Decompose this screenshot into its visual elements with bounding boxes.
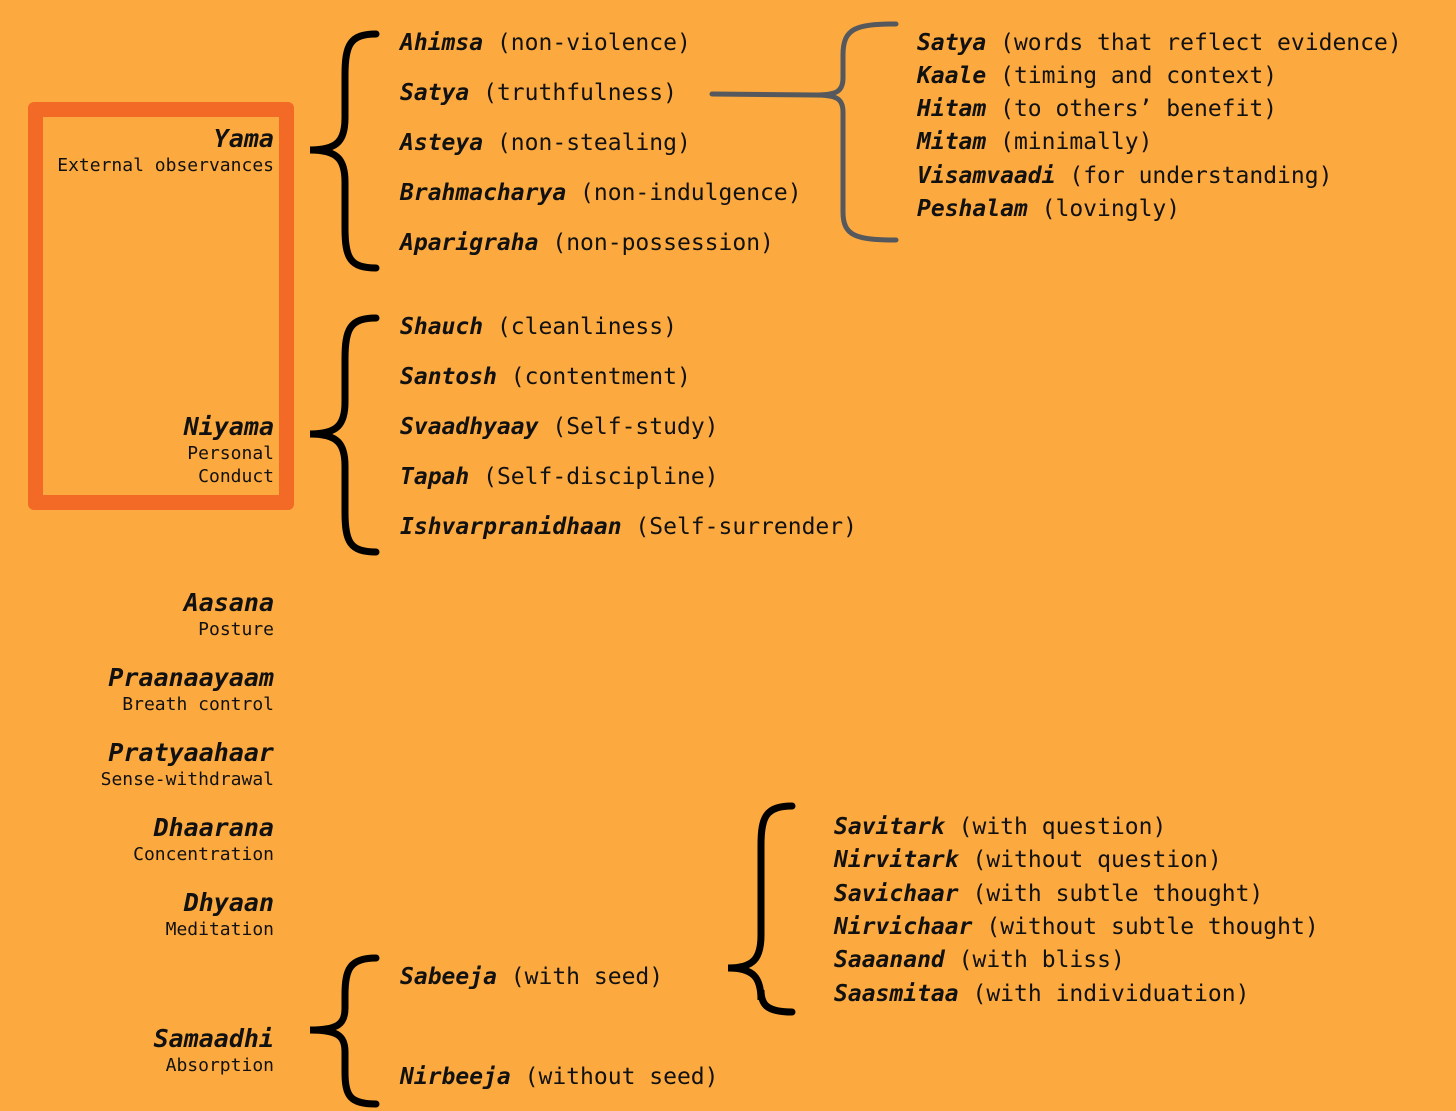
limb-pratyaahaar: Pratyaahaar Sense-withdrawal <box>101 738 274 791</box>
limb-desc: Concentration <box>133 844 274 865</box>
limb-name: Samaadhi <box>153 1024 274 1053</box>
niyama-item-tapah: Tapah (Self-discipline) <box>400 464 719 490</box>
yama-item-aparigraha: Aparigraha (non-possession) <box>400 230 774 256</box>
samaadhi-item-sabeeja: Sabeeja (with seed) <box>400 964 664 990</box>
sabeeja-item: Savitark (with question) <box>834 814 1167 840</box>
sabeeja-item: Saaanand (with bliss) <box>834 947 1125 973</box>
satya-item: Mitam (minimally) <box>917 129 1153 155</box>
yama-item-asteya: Asteya (non-stealing) <box>400 130 691 156</box>
limb-desc: Personal Conduct <box>187 443 274 487</box>
limb-name: Aasana <box>183 588 274 617</box>
niyama-item-shauch: Shauch (cleanliness) <box>400 314 677 340</box>
limb-desc: Sense-withdrawal <box>100 769 274 790</box>
limb-name: Yama <box>213 124 274 153</box>
limb-aasana: Aasana Posture <box>184 588 274 641</box>
satya-item: Visamvaadi (for understanding) <box>917 163 1333 189</box>
limb-niyama: Niyama Personal Conduct <box>184 412 274 488</box>
limb-desc: Breath control <box>122 694 274 715</box>
satya-connector-line <box>709 91 819 98</box>
limb-desc: Meditation <box>165 919 274 940</box>
yama-item-brahmacharya: Brahmacharya (non-indulgence) <box>400 180 802 206</box>
limb-praanaayaam: Praanaayaam Breath control <box>108 663 274 716</box>
limb-dhyaan: Dhyaan Meditation <box>166 888 274 941</box>
satya-item: Kaale (timing and context) <box>917 63 1278 89</box>
limb-name: Dhyaan <box>183 888 274 917</box>
yama-niyama-highlight-box <box>28 102 294 510</box>
limb-yama: Yama External observances <box>57 124 274 177</box>
satya-item: Satya (words that reflect evidence) <box>917 30 1402 56</box>
limb-name: Niyama <box>183 412 274 441</box>
yama-item-ahimsa: Ahimsa (non-violence) <box>400 30 691 56</box>
sabeeja-brace <box>727 802 796 1016</box>
limb-desc: External observances <box>57 155 274 176</box>
niyama-item-ishvarpranidhaan: Ishvarpranidhaan (Self-surrender) <box>400 514 857 540</box>
sabeeja-item: Saasmitaa (with individuation) <box>834 981 1250 1007</box>
niyama-item-svaadhyaay: Svaadhyaay (Self-study) <box>400 414 719 440</box>
limb-name: Praanaayaam <box>108 663 274 692</box>
niyama-item-santosh: Santosh (contentment) <box>400 364 691 390</box>
limb-desc: Absorption <box>165 1055 274 1076</box>
niyama-brace <box>309 314 380 556</box>
limb-name: Dhaarana <box>153 813 274 842</box>
yama-brace <box>309 30 380 272</box>
limb-desc: Posture <box>198 619 274 640</box>
limb-samaadhi: Samaadhi Absorption <box>154 1024 274 1077</box>
limb-name: Pratyaahaar <box>108 738 274 767</box>
yama-item-satya: Satya (truthfulness) <box>400 80 677 106</box>
sabeeja-item: Nirvichaar (without subtle thought) <box>834 914 1319 940</box>
satya-item: Peshalam (lovingly) <box>917 196 1181 222</box>
satya-brace <box>813 21 899 243</box>
samaadhi-item-nirbeeja: Nirbeeja (without seed) <box>400 1064 719 1090</box>
sabeeja-item: Nirvitark (without question) <box>834 847 1222 873</box>
samaadhi-brace <box>309 954 380 1108</box>
satya-item: Hitam (to others’ benefit) <box>917 96 1278 122</box>
sabeeja-item: Savichaar (with subtle thought) <box>834 881 1264 907</box>
limb-dhaarana: Dhaarana Concentration <box>133 813 274 866</box>
